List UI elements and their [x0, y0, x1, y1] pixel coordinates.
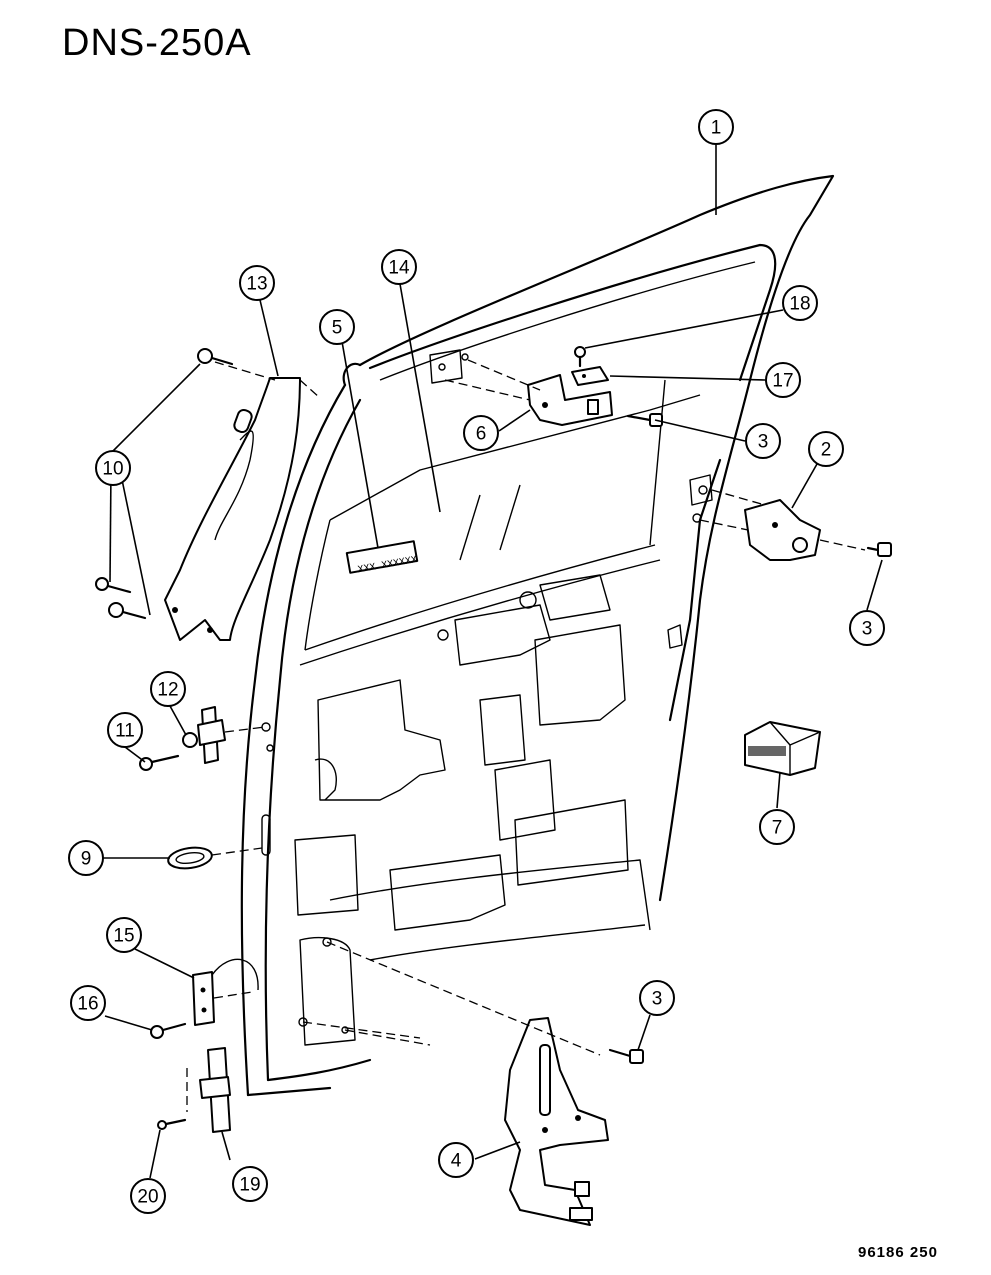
lower-hinge [302, 941, 609, 1226]
door-switch [192, 958, 259, 1026]
callout-9: 9 [68, 840, 104, 876]
svg-text:6: 6 [476, 424, 487, 445]
screw-16 [150, 1022, 187, 1039]
callout-3-right: 3 [849, 610, 885, 646]
figure-code: 96186 250 [858, 1244, 938, 1261]
svg-text:14: 14 [388, 258, 410, 279]
callout-17: 17 [765, 362, 801, 398]
svg-text:3: 3 [758, 432, 769, 453]
window-label: XXX XXXXXX [345, 540, 419, 576]
svg-text:2: 2 [821, 440, 832, 461]
callout-6: 6 [463, 415, 499, 451]
svg-text:10: 10 [102, 459, 123, 480]
bolt-right [866, 542, 892, 557]
svg-text:3: 3 [862, 619, 873, 640]
bumper-pad [744, 721, 821, 776]
diagram-title: DNS-250A [62, 22, 252, 64]
access-plug [167, 846, 263, 870]
leader-lines [88, 145, 883, 1179]
svg-text:19: 19 [239, 1175, 260, 1196]
callout-13: 13 [239, 265, 275, 301]
callout-14: 14 [381, 249, 417, 285]
svg-text:13: 13 [246, 274, 267, 295]
svg-text:11: 11 [115, 721, 135, 742]
svg-text:12: 12 [157, 680, 178, 701]
callout-16: 16 [70, 985, 106, 1021]
pillar-trim [164, 361, 321, 641]
check-strap [182, 706, 266, 764]
callout-15: 15 [106, 917, 142, 953]
upper-hinge [444, 359, 613, 426]
svg-text:7: 7 [772, 818, 783, 839]
callout-3-lower: 3 [639, 980, 675, 1016]
svg-text:1: 1 [711, 118, 722, 139]
trim-bolts [95, 348, 234, 620]
callout-1: 1 [698, 109, 734, 145]
callout-10: 10 [95, 450, 131, 486]
svg-text:20: 20 [137, 1187, 158, 1208]
svg-text:17: 17 [772, 371, 793, 392]
callout-4: 4 [438, 1142, 474, 1178]
door-latch [699, 489, 866, 561]
callout-18: 18 [782, 285, 818, 321]
callout-12: 12 [150, 671, 186, 707]
striker-plate [186, 1047, 231, 1133]
svg-text:9: 9 [81, 849, 92, 870]
screw-11 [139, 754, 180, 771]
callout-19: 19 [232, 1166, 268, 1202]
door-shell [240, 174, 835, 1097]
svg-text:3: 3 [652, 989, 663, 1010]
callout-5: 5 [319, 309, 355, 345]
svg-text:5: 5 [332, 318, 343, 339]
svg-text:18: 18 [789, 294, 810, 315]
callout-2: 2 [808, 431, 844, 467]
callout-7: 7 [759, 809, 795, 845]
screw-20 [157, 1118, 187, 1130]
svg-text:16: 16 [77, 994, 98, 1015]
callout-20: 20 [130, 1178, 166, 1214]
bolt-lower [608, 1048, 644, 1064]
screw-18 [574, 346, 586, 368]
callout-11: 11 [107, 712, 143, 748]
callout-3-upper: 3 [745, 423, 781, 459]
hinge-stop [571, 366, 609, 386]
svg-text:15: 15 [113, 926, 134, 947]
svg-text:4: 4 [451, 1151, 462, 1172]
